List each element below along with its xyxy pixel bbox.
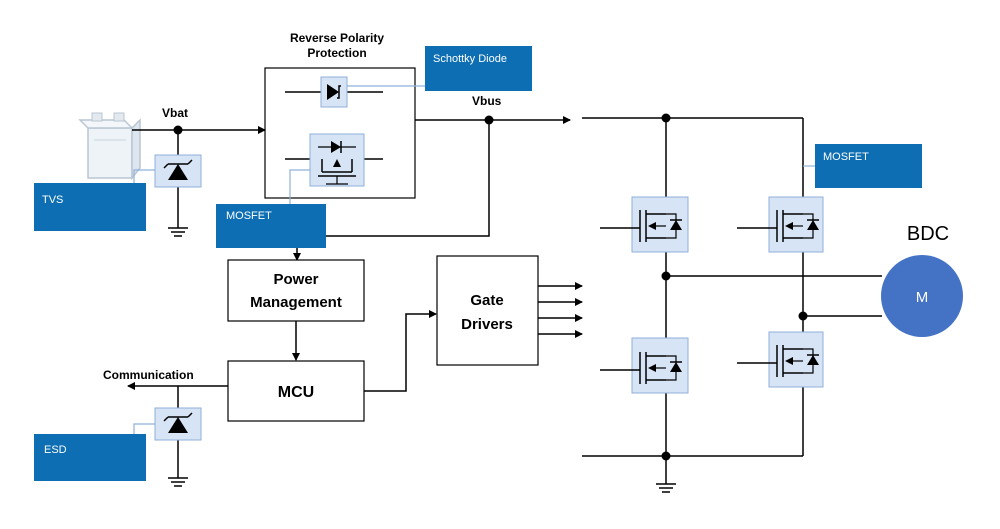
svg-text:Gate: Gate	[470, 292, 503, 309]
svg-text:Schottky Diode: Schottky Diode	[433, 53, 507, 65]
left-midpoint-node	[661, 271, 671, 281]
reverse-polarity-block	[264, 67, 416, 199]
mosfet-protection-callout: MOSFET	[216, 204, 326, 248]
bridge-mosfet-low-right	[737, 331, 824, 388]
bdc-label: BDC	[907, 223, 949, 245]
ground-icon	[168, 227, 188, 237]
esd-diode	[154, 407, 202, 441]
motor-icon: M	[881, 255, 963, 337]
mcu-block	[227, 360, 365, 422]
tvs-callout: TVS	[34, 183, 146, 231]
tvs-diode	[154, 154, 202, 188]
vbat-label: Vbat	[162, 106, 188, 120]
battery-icon	[78, 112, 141, 181]
power-management-block	[227, 259, 365, 322]
communication-label: Communication	[103, 368, 194, 382]
svg-text:MOSFET: MOSFET	[226, 210, 272, 222]
schottky-callout: Schottky Diode	[425, 46, 532, 91]
vbus-label: Vbus	[472, 94, 502, 108]
svg-text:Management: Management	[250, 294, 342, 311]
right-midpoint-node	[798, 311, 808, 321]
svg-text:Power: Power	[273, 271, 318, 288]
gate-drivers-block	[436, 255, 539, 366]
svg-text:TVS: TVS	[42, 194, 63, 206]
svg-text:MOSFET: MOSFET	[823, 151, 869, 163]
reverse-polarity-title-2: Protection	[307, 46, 366, 60]
reverse-polarity-title-1: Reverse Polarity	[290, 31, 384, 45]
mosfet-bridge-callout: MOSFET	[815, 144, 922, 188]
bridge-mosfet-high-right	[737, 196, 824, 253]
protection-mosfet	[309, 133, 365, 187]
svg-text:M: M	[916, 289, 929, 306]
bridge-mosfet-low-left	[600, 337, 689, 394]
svg-text:MCU: MCU	[278, 384, 314, 401]
ground-icon	[168, 477, 188, 487]
ground-icon	[656, 483, 676, 493]
svg-text:Drivers: Drivers	[461, 316, 513, 333]
schottky-diode	[320, 76, 348, 108]
svg-text:ESD: ESD	[44, 444, 67, 456]
esd-callout: ESD	[34, 434, 146, 481]
bridge-mosfet-high-left	[600, 196, 689, 253]
